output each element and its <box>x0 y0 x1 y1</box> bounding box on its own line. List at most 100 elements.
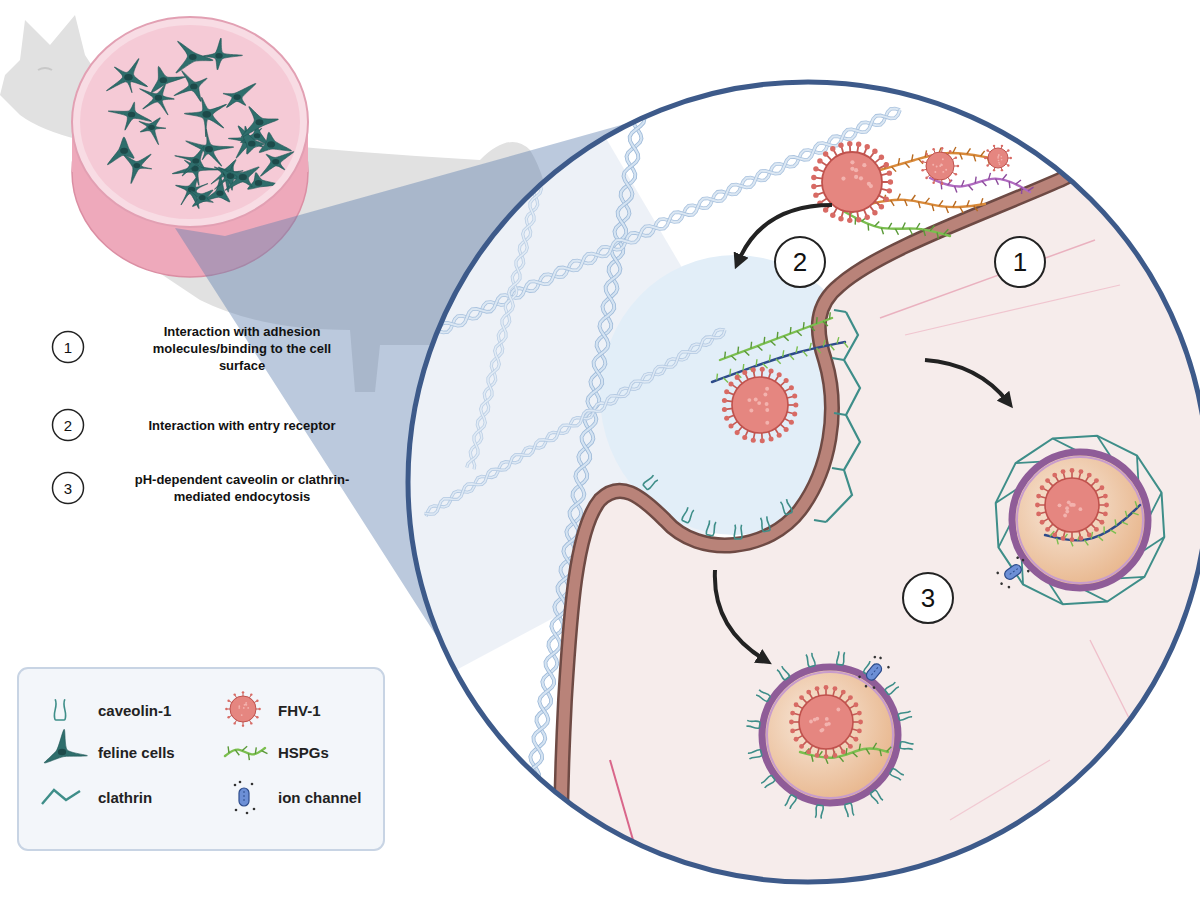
hspg-branch <box>953 147 956 153</box>
ion <box>1000 582 1004 586</box>
spike-tip <box>932 181 935 184</box>
virion-dot <box>763 393 767 397</box>
spike-tip <box>227 716 229 718</box>
cell-nucleus <box>148 125 155 130</box>
cell-nucleus <box>192 158 199 163</box>
spike-tip <box>955 156 958 159</box>
cell-body <box>190 190 214 206</box>
virion-dot <box>809 720 813 724</box>
cell-nucleus <box>239 174 247 180</box>
spike-tip <box>784 427 789 432</box>
hspg-branch <box>1098 536 1103 540</box>
cell-body <box>106 58 147 92</box>
legend-swatch <box>54 699 65 720</box>
legend-text: HSPGs <box>278 744 329 761</box>
legend-box <box>18 668 384 850</box>
clathrin-leg <box>832 468 844 470</box>
ion <box>864 684 868 688</box>
ion <box>887 665 891 669</box>
legend-swatch <box>234 781 256 815</box>
hspg-chain <box>845 211 950 239</box>
spike-tip <box>949 179 952 182</box>
spike-tip <box>1010 157 1012 159</box>
cell-nucleus <box>160 77 168 83</box>
virion-envelope <box>230 696 256 722</box>
spike-tip <box>824 754 829 759</box>
spike-tip <box>1036 512 1041 517</box>
virion-dot <box>238 705 240 707</box>
cell-nucleus <box>216 190 223 196</box>
channel-pore <box>244 791 245 803</box>
hspg-branch <box>816 348 820 353</box>
ion <box>873 655 877 659</box>
hspg-branch <box>930 226 934 231</box>
clathrin-leg <box>834 310 846 312</box>
hspg-branch <box>1132 513 1138 515</box>
ion <box>239 781 242 784</box>
spike-tip <box>760 438 765 443</box>
hspg-branch <box>909 229 912 235</box>
hspg-branch <box>812 755 813 762</box>
callout-number: 3 <box>64 481 72 496</box>
feline-cell <box>172 156 219 185</box>
hspg-branch <box>235 750 239 755</box>
hspg-branch <box>1135 501 1137 507</box>
hspg-branch <box>816 317 818 324</box>
spike-tip <box>857 711 862 716</box>
legend-text: clathrin <box>98 789 152 806</box>
spike-tip <box>921 160 924 163</box>
spike-tip <box>858 720 863 725</box>
legend-text: caveolin-1 <box>98 702 171 719</box>
attachment-site <box>811 141 1033 239</box>
circle-shape <box>903 573 953 623</box>
spike-tip <box>722 398 727 403</box>
hspg-backbone <box>720 318 832 360</box>
spike-tip <box>784 378 789 383</box>
spike-tip <box>824 685 829 690</box>
feline-cell <box>203 38 242 70</box>
cell-body <box>108 137 135 165</box>
spike-tip <box>879 204 884 209</box>
spike-tip <box>1070 468 1075 473</box>
virion-dot <box>819 729 823 733</box>
hspg-backbone <box>930 178 1030 192</box>
spike-tip <box>724 389 729 394</box>
virion-dot <box>238 707 240 709</box>
virion-dot <box>945 169 947 171</box>
hspg-branch <box>823 340 825 346</box>
feline-cell <box>186 129 234 166</box>
spike-tip <box>815 686 820 691</box>
legend-text: ion channel <box>278 789 361 806</box>
spike-tip <box>735 430 740 435</box>
spike-tip <box>790 729 795 734</box>
cell-body <box>184 97 226 137</box>
callout-number: 1 <box>64 340 72 355</box>
hspg-branch <box>880 750 881 757</box>
virion-dot <box>854 168 858 172</box>
virion-dot <box>757 401 761 405</box>
cell-nucleus <box>133 163 140 168</box>
cell-nucleus <box>155 95 162 101</box>
hspg-branch <box>763 337 765 344</box>
ion <box>872 686 876 690</box>
feline-cell <box>123 154 152 184</box>
virion-dot <box>243 707 245 709</box>
hspg-branch <box>1084 540 1088 545</box>
legend-swatch <box>44 729 87 763</box>
hspg-branch <box>776 332 778 339</box>
virion-envelope <box>732 377 788 433</box>
spike-tip <box>1079 536 1084 541</box>
spike-tip <box>794 737 799 742</box>
spike-tip <box>250 722 252 724</box>
collagen-fiber-edge <box>467 95 562 468</box>
hspg-branch <box>875 221 880 226</box>
spike-tip <box>932 148 935 151</box>
fhv-1-virion <box>811 141 893 223</box>
spike-tip <box>258 708 260 710</box>
caveolin-1 <box>844 803 854 817</box>
hspg-branch <box>974 155 976 161</box>
hspg-branch <box>769 355 771 362</box>
spike-tip <box>830 213 835 218</box>
spike-tip <box>993 145 995 147</box>
step-number-circle: 3 <box>901 571 955 625</box>
